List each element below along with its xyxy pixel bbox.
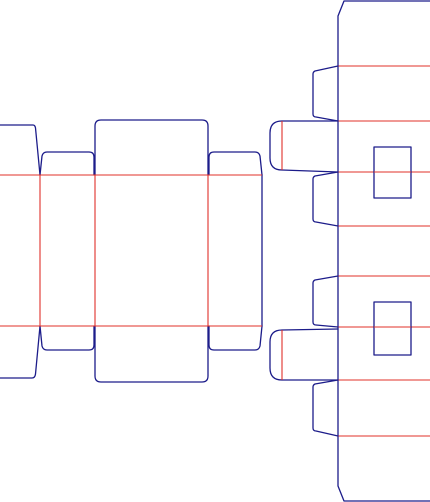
lower-window-cut [373,301,412,356]
right-box-net [269,0,430,502]
large-tuck-flap-bottom-cut [94,325,209,383]
right-dust-flap-bottom-cut [208,325,263,351]
upper-tuck-flap-cut [269,120,339,173]
upper-side-flap-2-cut [312,171,339,227]
left-box-net [0,119,263,383]
small-dust-flap-top-cut [39,151,95,176]
lower-side-flap-2-cut [312,379,339,437]
left-edge-flap-bottom-cut [0,325,41,379]
right-spine-cut [337,0,430,502]
lower-tuck-flap-cut [269,328,339,381]
upper-side-flap-1-cut [312,65,339,122]
right-dust-flap-top-cut [208,151,263,176]
small-dust-flap-bottom-cut [39,325,95,351]
lower-side-flap-1-cut [312,275,339,328]
left-edge-flap-top-cut [0,124,41,176]
large-tuck-flap-top-cut [94,119,209,176]
